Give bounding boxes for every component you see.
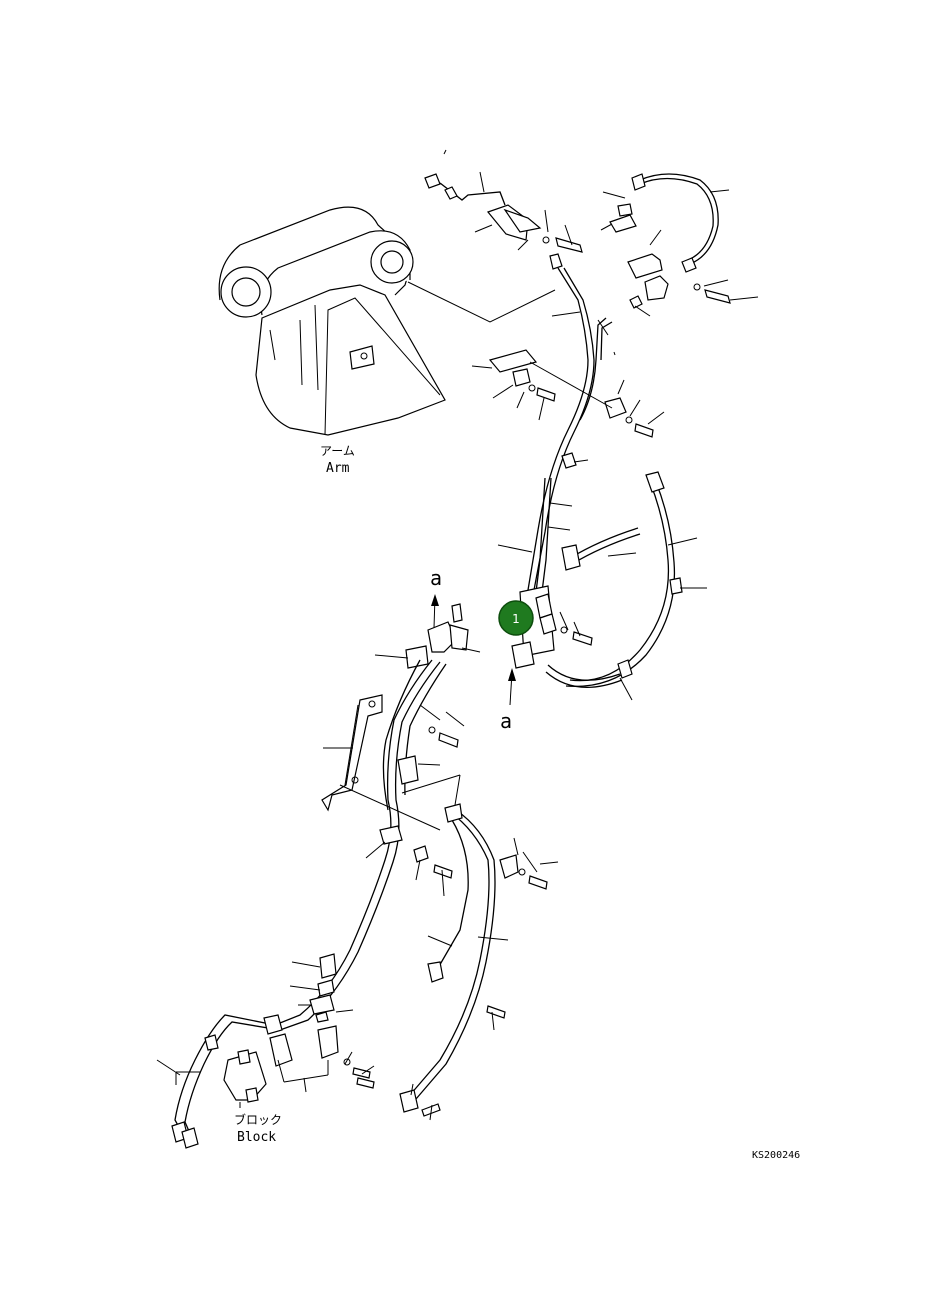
callout-number: 1 (512, 612, 520, 626)
top-right-hose-group (600, 173, 759, 317)
block-label-jp: ブロック (234, 1112, 282, 1127)
drawing-code: KS200246 (752, 1150, 800, 1161)
item-callout-1[interactable]: 1 (498, 600, 534, 636)
upper-vertical-pipes (497, 267, 616, 593)
view-a-top: a (430, 566, 442, 629)
right-hose-group (545, 471, 707, 701)
lower-pipes-right (399, 803, 559, 1121)
callout-badge[interactable] (498, 600, 534, 636)
left-manifold-group (374, 603, 481, 669)
central-valve-assembly (511, 585, 593, 669)
bottom-block-group (156, 953, 375, 1108)
lower-bracket-group (321, 694, 465, 897)
arm-bracket (218, 206, 556, 436)
top-left-fitting-group (424, 149, 583, 270)
view-a-bottom: a (500, 668, 516, 733)
arm-label: アーム Arm (320, 444, 355, 476)
arm-label-en: Arm (326, 461, 350, 476)
arm-label-jp: アーム (320, 444, 355, 458)
middle-clamp-group (471, 349, 665, 469)
block-label: ブロック Block (234, 1112, 282, 1145)
lower-pipes-left (171, 659, 447, 1149)
block-label-en: Block (237, 1130, 276, 1145)
view-a-bottom-label: a (500, 709, 512, 733)
view-a-top-label: a (430, 566, 442, 590)
